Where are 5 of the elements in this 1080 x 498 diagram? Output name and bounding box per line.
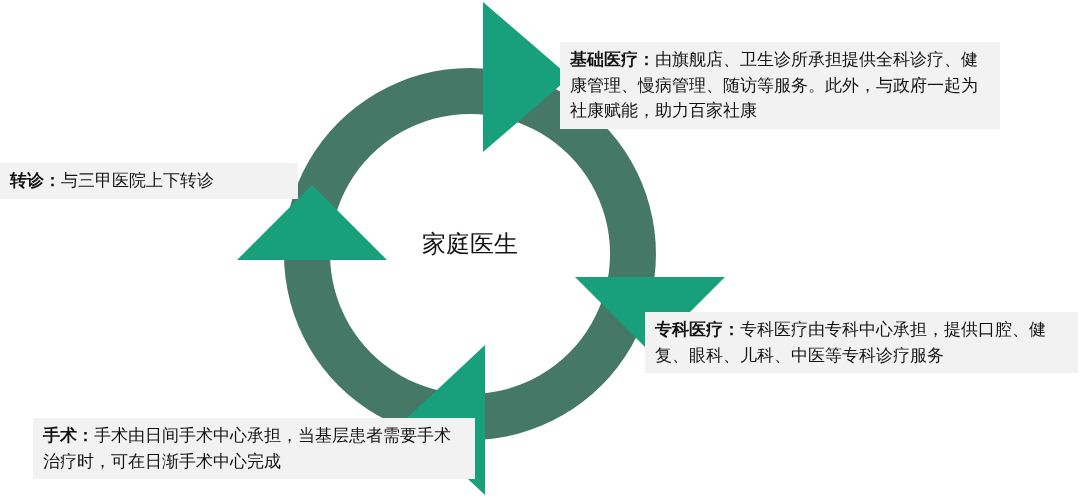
text-box: 基础医疗：由旗舰店、卫生诊所承担提供全科诊疗、健康管理、慢病管理、随访等服务。此外，与政府一起为社康赋能，助力百家社康 <box>560 42 1000 129</box>
text-box: 专科医疗：专科医疗由专科中心承担，提供口腔、健复、眼科、儿科、中医等专科诊疗服务 <box>645 312 1078 374</box>
text-box: 手术：手术由日间手术中心承担，当基层患者需要手术治疗时，可在日渐手术中心完成 <box>33 418 475 480</box>
center-label: 家庭医生 <box>410 228 530 260</box>
text-box: 转诊：与三甲医院上下转诊 <box>0 163 298 199</box>
